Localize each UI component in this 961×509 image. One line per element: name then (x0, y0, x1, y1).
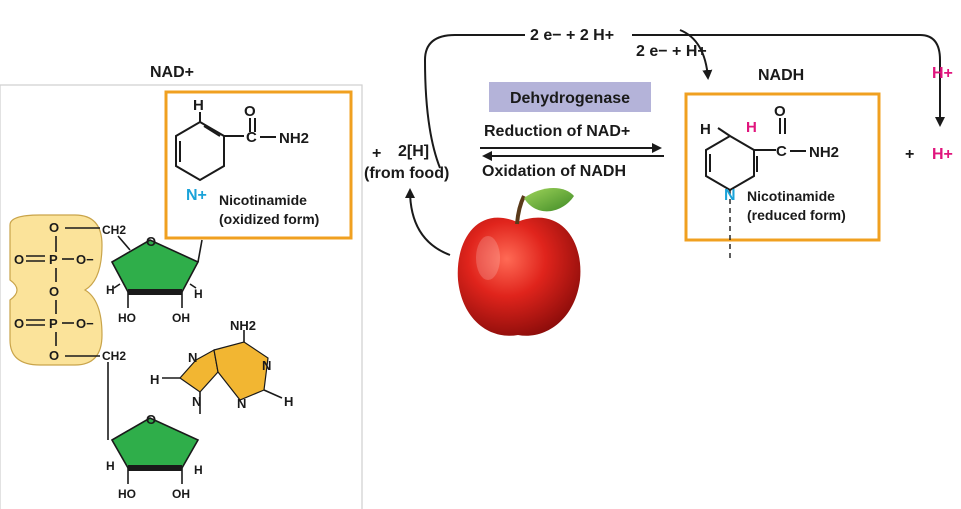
apple-image (457, 187, 581, 336)
food-arrow (405, 188, 451, 256)
ribose-lower-o: O (146, 412, 156, 427)
ch2-top: CH2 (102, 223, 126, 237)
amide-nh2: NH2 (279, 130, 309, 147)
svg-text:O: O (49, 348, 59, 363)
nicotinamide-oxidized-box (164, 90, 353, 240)
ribose-lower-h-right: H (194, 463, 203, 477)
nadh-ring-h: H (700, 121, 711, 138)
ribose-upper-oh: OH (172, 311, 190, 325)
from-food-label: (from food) (364, 165, 449, 182)
phosphate-group: O O P O− O O P O− O (14, 220, 100, 363)
oxidation-label: Oxidation of NADH (482, 163, 626, 180)
nadh-carbonyl-o: O (774, 103, 786, 120)
ribose-upper (110, 235, 203, 308)
adenine-n1: N (188, 350, 197, 365)
carbonyl-c: C (246, 129, 257, 146)
top-transfer-label: 2 e− + 2 H+ (530, 27, 614, 44)
adenine-h-left: H (150, 372, 159, 387)
ribose-lower (107, 362, 200, 484)
svg-text:O−: O− (76, 252, 94, 267)
pyridinium-ring (175, 112, 244, 182)
phosphate-oval (9, 214, 103, 366)
ribose-upper-h-right: H (194, 287, 203, 301)
nadh-title: NADH (758, 67, 804, 84)
food-amount: 2[H] (398, 143, 429, 160)
ribose-upper-h-left: H (106, 283, 115, 297)
dihydropyridine-ring (705, 127, 776, 262)
adenine-h-right: H (284, 394, 293, 409)
nad-title: NAD+ (150, 64, 194, 81)
nadh-added-h: H (746, 119, 757, 136)
nicotinamide-label-red: Nicotinamide (747, 188, 835, 204)
released-proton: H+ (932, 146, 953, 163)
ch2-bottom: CH2 (102, 349, 126, 363)
adenine-nh2: NH2 (230, 318, 256, 333)
ring-h: H (193, 97, 204, 114)
carbonyl-o: O (244, 103, 256, 120)
nadh-transfer-label: 2 e− + H+ (636, 43, 707, 60)
adenine-n2: N (262, 358, 271, 373)
plus-food: + (372, 145, 381, 162)
svg-text:O: O (14, 316, 24, 331)
svg-text:O−: O− (76, 316, 94, 331)
nicotinamide-reduced-box (684, 92, 881, 242)
plus-proton: + (905, 146, 914, 163)
svg-text:P: P (49, 252, 58, 267)
svg-text:O: O (49, 220, 59, 235)
loop-arrow-left (423, 34, 525, 169)
ribose-lower-ho: HO (118, 487, 136, 501)
ribose-upper-ho: HO (118, 311, 136, 325)
nadh-carbonyl-c: C (776, 143, 787, 160)
ribose-upper-o: O (146, 234, 156, 249)
ring-n-plus: N+ (186, 187, 207, 204)
svg-text:O: O (49, 284, 59, 299)
ribose-lower-h-left: H (106, 459, 115, 473)
nadh-ring-n: N (724, 187, 736, 204)
enzyme-box (489, 82, 651, 112)
nicotinamide-form-ox: (oxidized form) (219, 211, 319, 227)
svg-text:P: P (49, 316, 58, 331)
enzyme-label: Dehydrogenase (510, 90, 630, 107)
nicotinamide-form-red: (reduced form) (747, 207, 846, 223)
adenine-base (162, 330, 283, 414)
adenine-n4: N (192, 394, 201, 409)
reduction-label: Reduction of NAD+ (484, 123, 630, 140)
released-proton-top: H+ (932, 65, 953, 82)
nicotinamide-label-ox: Nicotinamide (219, 192, 307, 208)
adenine-n3: N (237, 396, 246, 411)
loop-arrow-right (632, 34, 945, 127)
svg-text:O: O (14, 252, 24, 267)
nadh-amide: NH2 (809, 144, 839, 161)
transfer-to-nadh-arrow (679, 29, 713, 80)
ribose-lower-oh: OH (172, 487, 190, 501)
